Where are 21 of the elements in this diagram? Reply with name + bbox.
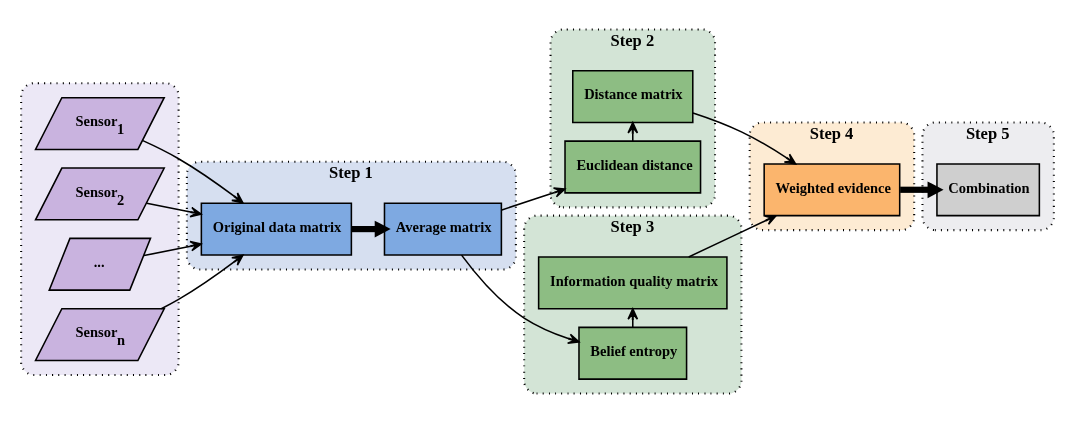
cluster bbox=[20, 81, 180, 376]
node-box: Combination bbox=[936, 162, 1041, 216]
arrow bbox=[627, 121, 639, 142]
node-box: Distance matrix bbox=[572, 69, 694, 123]
node-box: Weighted evidence bbox=[763, 162, 901, 216]
node-box: Belief entropy bbox=[578, 326, 688, 380]
arrow bbox=[501, 186, 566, 211]
node-box: Euclidean distance bbox=[564, 139, 702, 194]
arrow bbox=[692, 111, 797, 165]
arrow bbox=[687, 214, 777, 258]
arrow bbox=[627, 307, 639, 328]
node-box: Original data matrix bbox=[200, 201, 353, 256]
node-box: Information quality matrix bbox=[537, 255, 728, 310]
arrow bbox=[142, 139, 244, 204]
arrow bbox=[460, 253, 580, 344]
arrow bbox=[351, 220, 391, 237]
arrow bbox=[900, 180, 944, 198]
arrow bbox=[160, 253, 244, 309]
arrow bbox=[143, 240, 202, 256]
node-box: Average matrix bbox=[383, 201, 503, 256]
arrow bbox=[145, 201, 202, 217]
